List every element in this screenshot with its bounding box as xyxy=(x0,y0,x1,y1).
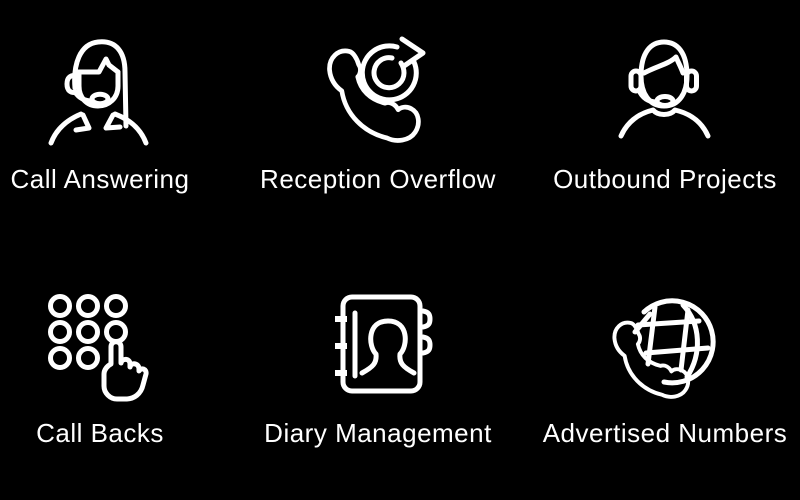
service-label: Diary Management xyxy=(264,418,492,448)
index-tab xyxy=(420,308,433,330)
keypad-dot xyxy=(48,320,72,344)
keypad-dot xyxy=(76,294,100,318)
service-item-call-backs: Call Backs xyxy=(0,290,260,449)
service-label: Call Answering xyxy=(10,164,190,194)
keypad-dot xyxy=(48,346,72,370)
headset-earmuff-right xyxy=(684,68,699,94)
keypad-dot xyxy=(76,320,100,344)
index-tab xyxy=(420,334,433,356)
reception-overflow-icon xyxy=(327,36,426,143)
hash-horizontal xyxy=(643,345,711,356)
keypad-dot xyxy=(76,346,100,370)
refresh-inner-arc xyxy=(371,55,407,91)
shoulders xyxy=(618,107,711,139)
pointing-hand xyxy=(101,339,149,402)
service-item-call-answering: Call Answering xyxy=(0,36,260,195)
advertised-numbers-icon xyxy=(612,298,716,399)
microphone xyxy=(89,91,111,107)
phone-handset xyxy=(327,48,421,143)
mic-boom xyxy=(636,87,659,105)
right-shoulder xyxy=(112,111,149,146)
refresh-arrowhead xyxy=(399,36,426,69)
service-item-advertised-numbers: Advertised Numbers xyxy=(505,290,800,449)
keypad-dot xyxy=(104,294,128,318)
service-label: Call Backs xyxy=(36,418,164,448)
service-label: Outbound Projects xyxy=(553,164,777,194)
headset-earpiece xyxy=(64,73,81,95)
microphone xyxy=(654,94,676,108)
globe-meridian xyxy=(680,302,700,380)
collar-left xyxy=(73,112,92,133)
service-label: Reception Overflow xyxy=(260,164,496,194)
fringe-line xyxy=(76,56,121,75)
collar-right xyxy=(103,112,123,131)
hair-outline xyxy=(72,39,129,129)
headset-earmuff-left xyxy=(628,68,644,94)
keypad-dot xyxy=(48,294,72,318)
keypad-dot xyxy=(104,320,128,344)
service-item-reception-overflow: Reception Overflow xyxy=(218,36,538,195)
contact-silhouette xyxy=(359,318,417,376)
outbound-projects-icon xyxy=(618,39,711,139)
refresh-outer-arc xyxy=(359,43,419,103)
phone-handset xyxy=(612,320,691,399)
service-item-outbound-projects: Outbound Projects xyxy=(505,36,800,195)
service-item-diary-management: Diary Management xyxy=(218,290,538,449)
diary-management-icon xyxy=(335,294,433,394)
service-label: Advertised Numbers xyxy=(542,418,788,448)
hash-horizontal xyxy=(635,318,702,328)
call-answering-icon xyxy=(48,39,149,146)
left-shoulder xyxy=(48,111,84,146)
call-backs-icon xyxy=(48,294,149,402)
fringe-line xyxy=(641,54,686,76)
hash-vertical xyxy=(678,307,691,373)
